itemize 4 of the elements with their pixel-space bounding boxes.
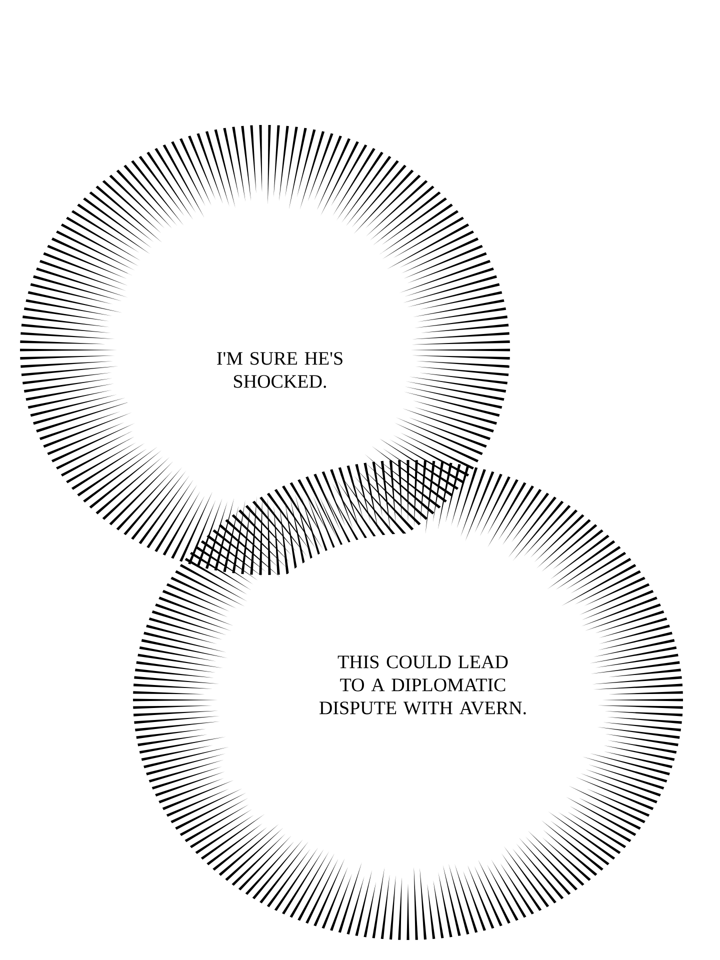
bubble-text: I'M SURE HE'S SHOCKED. — [217, 352, 342, 388]
bubble-text: THIS COULD LEAD TO A DIPLOMATIC DISPUTE WITH AVERN. — [320, 656, 526, 714]
burst-speech-bubble — [133, 460, 683, 940]
burst-speech-bubble — [20, 125, 510, 575]
